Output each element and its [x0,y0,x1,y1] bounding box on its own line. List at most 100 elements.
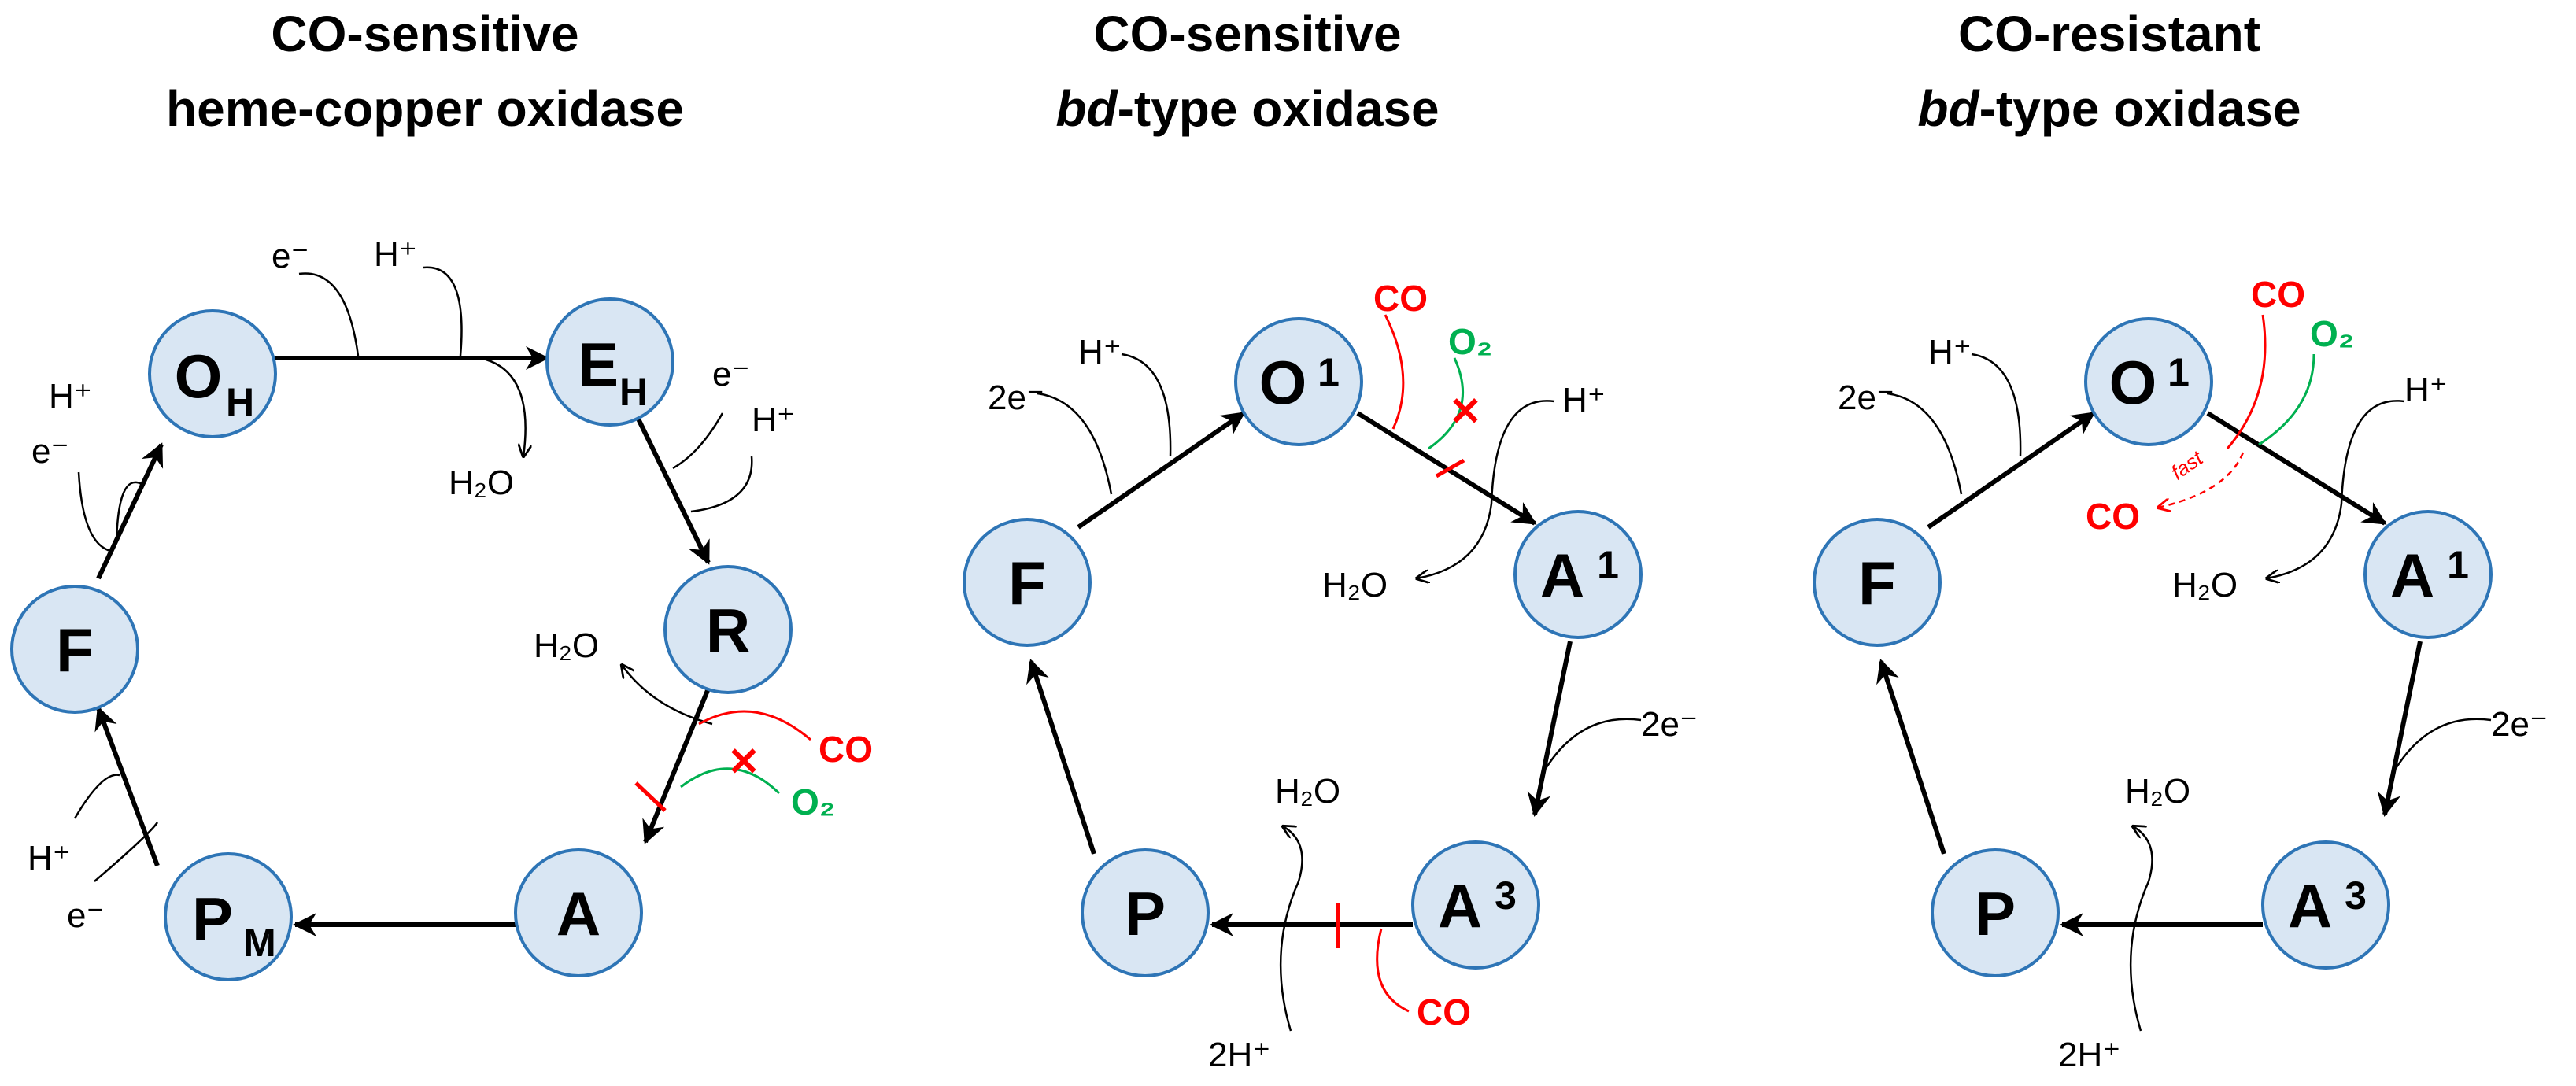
h-label-left-bottom: H⁺ [28,839,71,877]
node-f: F [10,585,139,714]
panel-bd-co-sensitive: CO-sensitive bd-type oxidase ✕ 2e⁻ H⁺ CO… [963,6,1698,1074]
arrow-a1-to-a3-r [2377,641,2423,817]
node-p: P [1081,848,1210,977]
panel3-title-line2: bd-type oxidase [1917,80,2301,137]
svg-text:F: F [1858,549,1896,618]
node-a1: A 1 [1513,510,1643,639]
svg-text:E: E [578,330,619,399]
co-bind-curve-top [1384,314,1405,430]
arrow-p-to-f-r [1876,659,1946,855]
node-a: A [514,848,643,977]
h-label-right: H⁺ [752,401,795,439]
arrow-o1-to-a1-r [2206,411,2387,526]
panel1-title-line2: heme-copper oxidase [166,80,684,137]
co-bind-curve-r [2226,314,2267,449]
svg-text:O: O [175,342,223,411]
e-input-right-curve [672,412,724,470]
h-label-top: H⁺ [374,235,417,274]
node-oh: O H [148,309,277,438]
h-input-right-curve-r [2340,400,2405,504]
h-label-left: H⁺ [1078,333,1122,371]
o2-bind-curve-r [2258,353,2315,446]
svg-text:1: 1 [1597,543,1619,587]
co-release-dashed-arrow [2158,452,2245,508]
panel-heme-copper: CO-sensitive heme-copper oxidase ✕ e⁻ H⁺… [10,6,873,981]
panel2-title-line1: CO-sensitive [1093,6,1401,62]
svg-text:O: O [1259,348,1307,417]
2e-label-right-r: 2e⁻ [2491,705,2548,744]
panel1-title-line1: CO-sensitive [271,6,578,62]
o2-bind-curve [680,767,781,795]
svg-text:A: A [1438,871,1482,940]
arrow-pm-to-f [94,706,160,867]
node-f: F [963,518,1092,647]
svg-text:P: P [192,885,233,954]
svg-text:1: 1 [2447,543,2469,587]
svg-text:P: P [1975,879,2016,948]
arrow-f-to-o1 [1077,411,1246,530]
h-input-left-top-curve [115,481,142,544]
h-input-right-curve [690,456,753,513]
node-eh: E H [545,297,674,427]
o2-label-top: O₂ [1448,321,1492,362]
2e-input-right-curve-r [2395,718,2492,768]
2h-input-bottom-curve [1279,881,1300,1032]
2e-input-left-curve [1037,392,1113,495]
co-block-bar [634,781,667,812]
e-label-left-top: e⁻ [31,432,69,471]
svg-text:A: A [556,879,601,948]
svg-text:P: P [1125,879,1166,948]
svg-text:A: A [2288,871,2332,940]
svg-text:M: M [243,921,276,965]
node-f-r: F [1813,518,1942,647]
e-label-left-bottom: e⁻ [67,896,105,935]
2e-input-left-curve-r [1887,392,1963,495]
node-p-r: P [1931,848,2060,977]
2h-label-bottom-r: 2H⁺ [2058,1036,2120,1074]
o2-label-top-r: O₂ [2310,313,2354,354]
h-label-left-top: H⁺ [49,377,92,416]
co-label-bottom: CO [1417,992,1471,1032]
h2o-out-bottom-curve-r [2133,826,2153,882]
e-input-top-curve [298,272,360,356]
o2-label-panel1: O₂ [791,781,835,822]
node-a3-r: A 3 [2261,840,2390,970]
h-label-right-r: H⁺ [2404,371,2448,409]
e-label-top: e⁻ [272,237,309,275]
2e-label-left: 2e⁻ [988,379,1044,417]
h2o-out-r-curve [622,665,713,726]
h2o-out-top-curve [479,356,526,456]
fast-label: fast [2167,445,2208,485]
arrow-eh-to-r [631,408,711,565]
h2o-label-top: H₂O [449,464,514,502]
h-input-left-curve-r [1971,353,2022,457]
svg-text:F: F [1008,549,1046,618]
svg-text:1: 1 [2168,350,2190,394]
h2o-label-bottom: H₂O [1275,772,1340,811]
h2o-label-mid-r: H₂O [2172,566,2238,604]
co-released-label: CO [2086,496,2140,537]
node-a1-r: A 1 [2363,510,2493,639]
h-label-right: H⁺ [1562,381,1606,419]
co-label-top: CO [1373,278,1428,319]
o2-bind-curve-top [1428,357,1465,450]
svg-text:H: H [619,370,648,414]
node-pm: P M [164,852,293,981]
h2o-out-mid-curve [1417,503,1493,578]
2h-label-bottom: 2H⁺ [1208,1036,1270,1074]
h-input-left-curve [1121,353,1172,457]
arrow-p-to-f [1026,659,1096,855]
svg-text:3: 3 [1495,874,1517,918]
2e-label-right: 2e⁻ [1641,705,1698,744]
h-label-left-r: H⁺ [1928,333,1972,371]
2e-input-right-curve [1545,718,1642,768]
svg-text:1: 1 [1318,350,1340,394]
e-input-left-bottom-curve [94,822,159,882]
panel2-title-line2: bd-type oxidase [1055,80,1439,137]
arrow-f-to-oh [96,442,164,580]
h-input-left-bottom-curve [73,774,120,819]
arrow-a1-to-a3 [1527,641,1573,817]
h-input-top-curve [423,266,463,356]
svg-text:F: F [56,615,94,685]
